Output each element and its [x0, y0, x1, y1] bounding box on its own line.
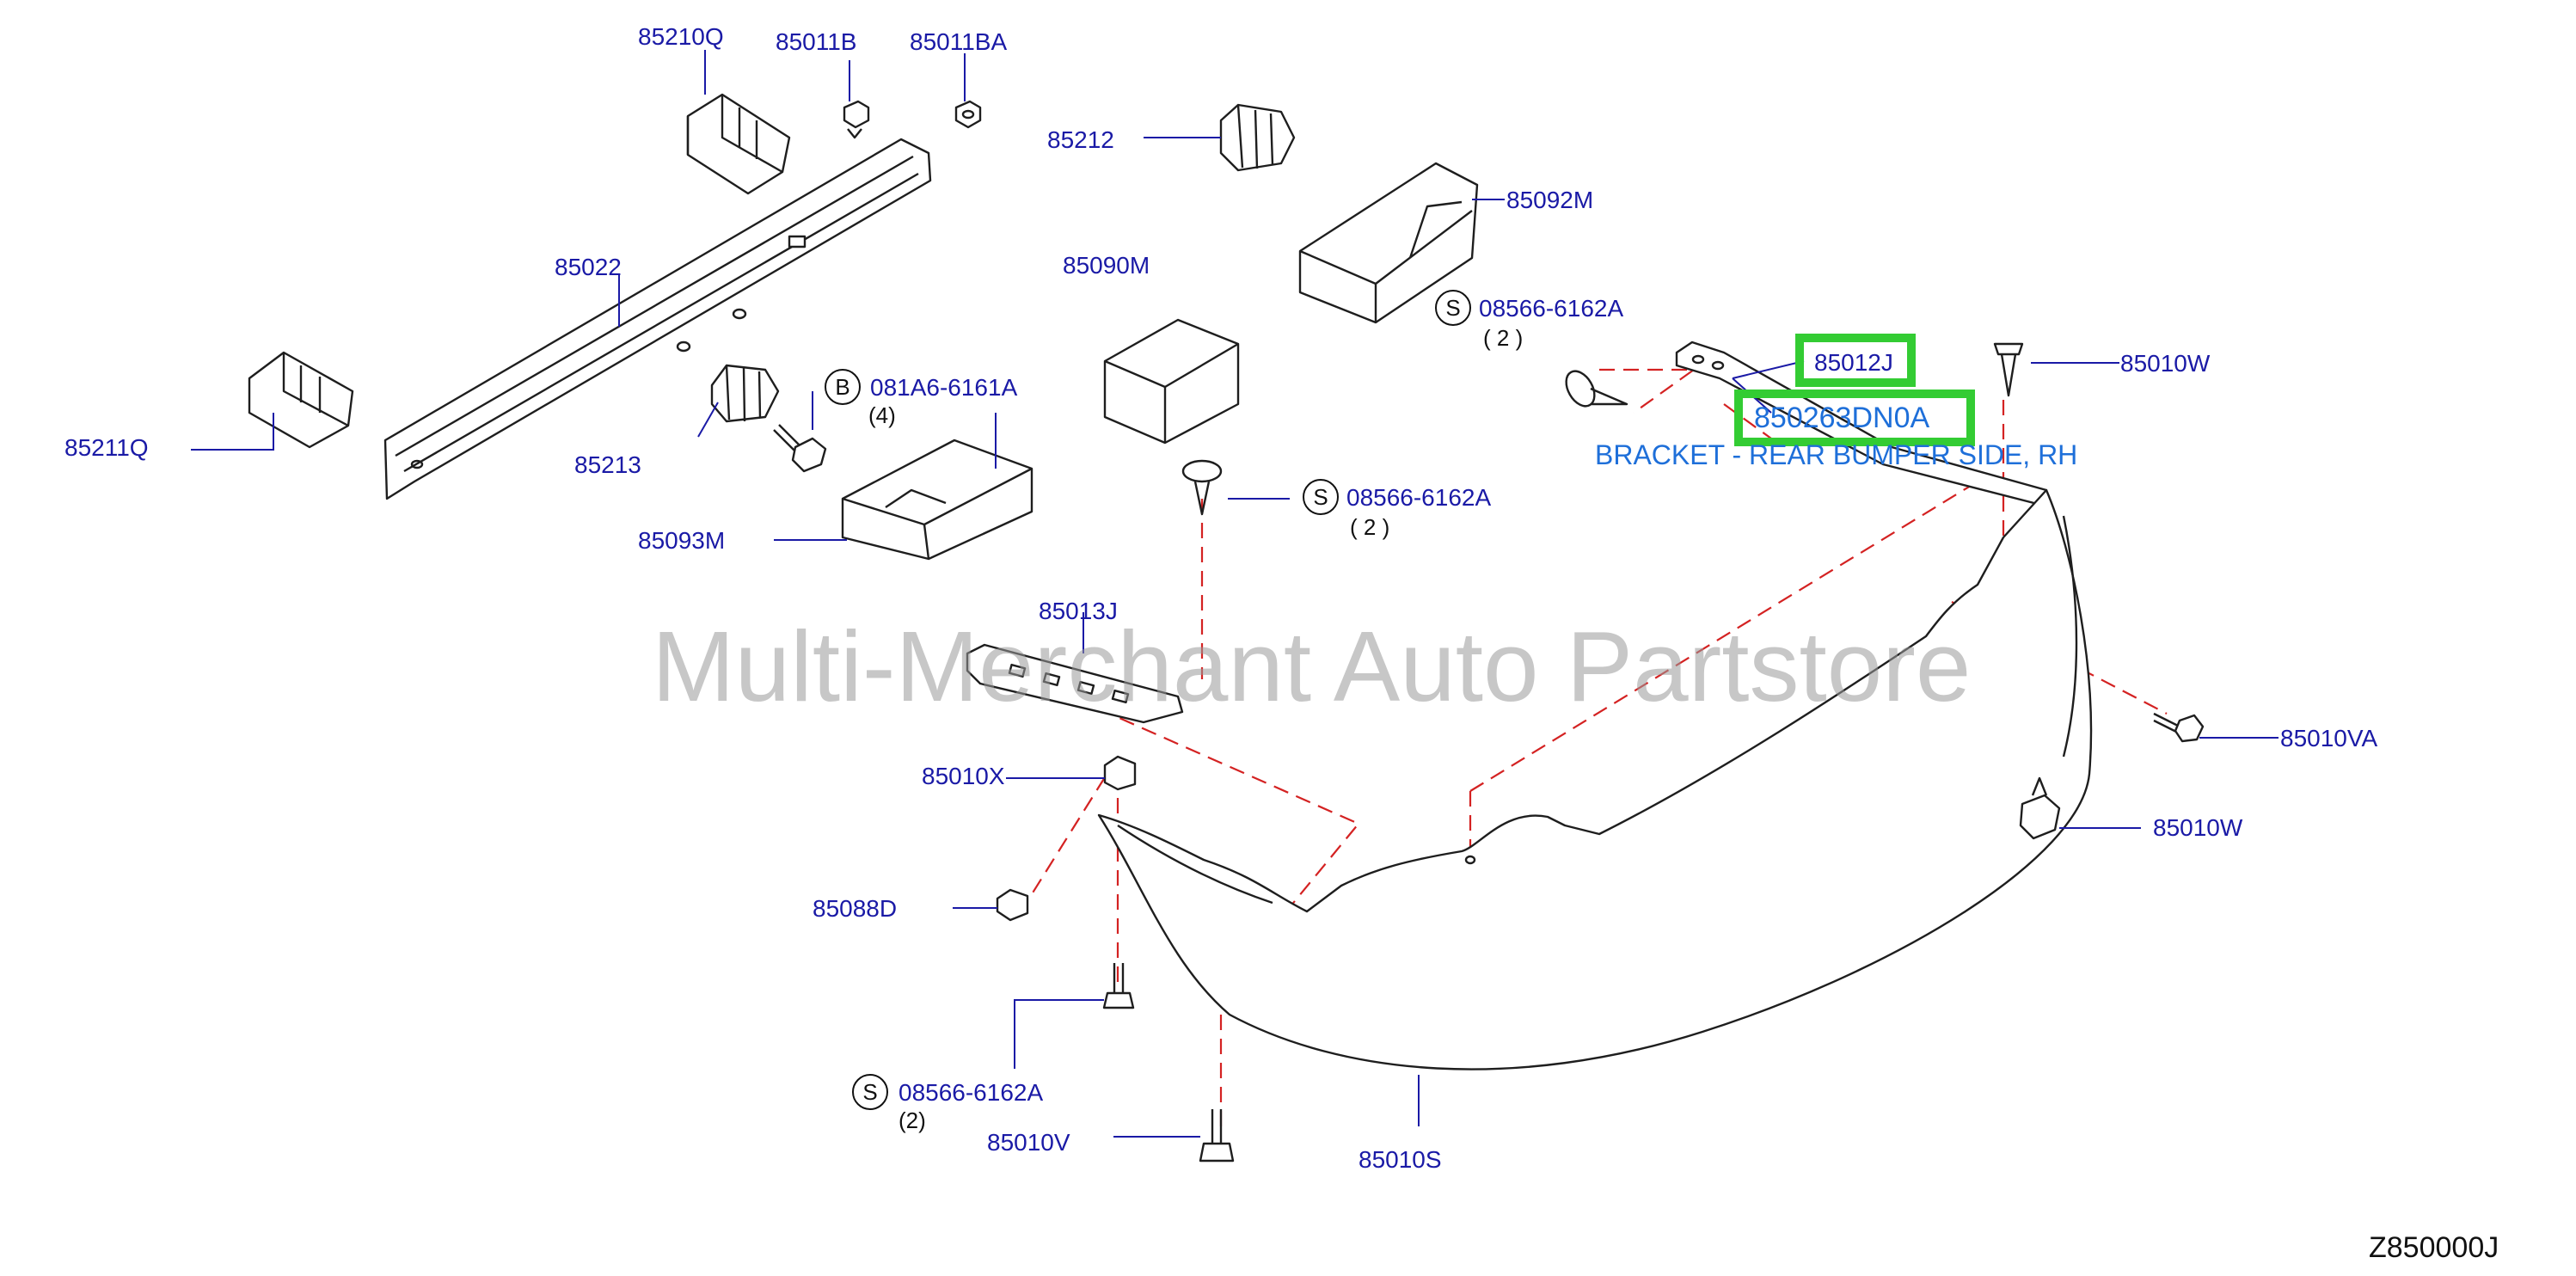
bolt-85010VA-drawing: [2153, 712, 2205, 743]
s-symbol-3-letter: S: [862, 1079, 877, 1105]
diagram-code: Z850000J: [2369, 1231, 2499, 1264]
label-85213: 85213: [574, 451, 641, 478]
label-85010W-top: 85010W: [2120, 350, 2211, 377]
b-symbol-letter: B: [835, 374, 849, 400]
label-85210Q: 85210Q: [638, 23, 724, 50]
label-85088D: 85088D: [813, 895, 897, 922]
absorber-85093M-drawing: [841, 439, 1033, 561]
s-symbol-3: [852, 1074, 888, 1110]
clip-85010X-drawing: [1103, 755, 1137, 791]
clip-85010W-bottom-drawing: [2019, 776, 2061, 840]
screw-08566-mid-drawing: [1181, 459, 1223, 516]
label-85090M: 85090M: [1063, 252, 1150, 279]
s-symbol-1: [1435, 290, 1471, 326]
bolt-081A6-drawing: [773, 424, 827, 473]
highlighted-part[interactable]: 85012J 850263DN0A BRACKET - REAR BUMPER …: [1595, 334, 2077, 470]
callout-labels: 85210Q 85011B 85011BA 85212 85092M 85022…: [64, 23, 2377, 1173]
label-85013J: 85013J: [1039, 598, 1118, 624]
s-symbol-2-letter: S: [1313, 484, 1328, 510]
label-85010V: 85010V: [987, 1129, 1070, 1156]
leader-lines: [191, 50, 2279, 1138]
highlight-box-part-number: [1795, 334, 1916, 387]
label-85011BA: 85011BA: [910, 28, 1007, 55]
pad-85090M-drawing: [1103, 318, 1240, 445]
label-85211Q: 85211Q: [64, 434, 149, 461]
label-85010VA: 85010VA: [2280, 725, 2377, 751]
label-85010S: 85010S: [1359, 1146, 1442, 1173]
bolt-85010V-drawing: [1199, 1109, 1235, 1163]
qty-08566-6162A-1: ( 2 ): [1483, 325, 1523, 351]
watermark: Multi-Merchant Auto Partstore: [652, 610, 1971, 722]
label-85022: 85022: [555, 254, 622, 280]
bracket-85210Q-drawing: [686, 93, 791, 195]
highlight-part-number[interactable]: 85012J: [1814, 349, 1893, 376]
mount-85213-drawing: [710, 364, 780, 423]
clip-85088D-drawing: [996, 888, 1029, 922]
label-85011B: 85011B: [776, 28, 856, 55]
s-symbol-2: [1303, 479, 1339, 515]
nut-85011BA-drawing: [954, 100, 982, 129]
b-symbol: [825, 369, 861, 405]
fastener-85011B-drawing: [843, 100, 870, 139]
qty-08566-6162A-2: ( 2 ): [1350, 514, 1389, 540]
highlight-description: BRACKET - REAR BUMPER SIDE, RH: [1595, 439, 2077, 470]
qty-081A6-6161A: (4): [868, 402, 896, 428]
screw-08566-top-drawing: [1565, 370, 1628, 408]
label-85010X: 85010X: [922, 763, 1005, 789]
side-bracket-85013J-drawing: [966, 643, 1184, 724]
qty-08566-6162A-3: (2): [899, 1107, 926, 1133]
label-85212: 85212: [1047, 126, 1114, 153]
highlight-box-oem-number: [1734, 390, 1975, 446]
label-081A6-6161A: 081A6-6161A: [870, 374, 1018, 401]
mount-85212-drawing: [1219, 103, 1296, 172]
reinforcement-beam-drawing: [383, 138, 932, 500]
label-85093M: 85093M: [638, 527, 725, 554]
label-08566-6162A-3: 08566-6162A: [899, 1079, 1043, 1106]
bracket-85211Q-drawing: [248, 351, 354, 449]
bolt-08566-lower-drawing: [1102, 963, 1135, 1009]
label-08566-6162A-2: 08566-6162A: [1346, 484, 1491, 511]
label-85010W-bottom: 85010W: [2153, 814, 2243, 841]
label-85092M: 85092M: [1506, 187, 1593, 213]
clip-85010W-top-drawing: [1993, 342, 2024, 397]
s-symbol-1-letter: S: [1445, 295, 1460, 321]
label-08566-6162A-1: 08566-6162A: [1479, 295, 1623, 322]
highlight-oem-number[interactable]: 850263DN0A: [1754, 402, 1929, 434]
absorber-85092M-drawing: [1298, 162, 1479, 324]
bumper-fascia-85010S-drawing: [1097, 488, 2093, 1070]
